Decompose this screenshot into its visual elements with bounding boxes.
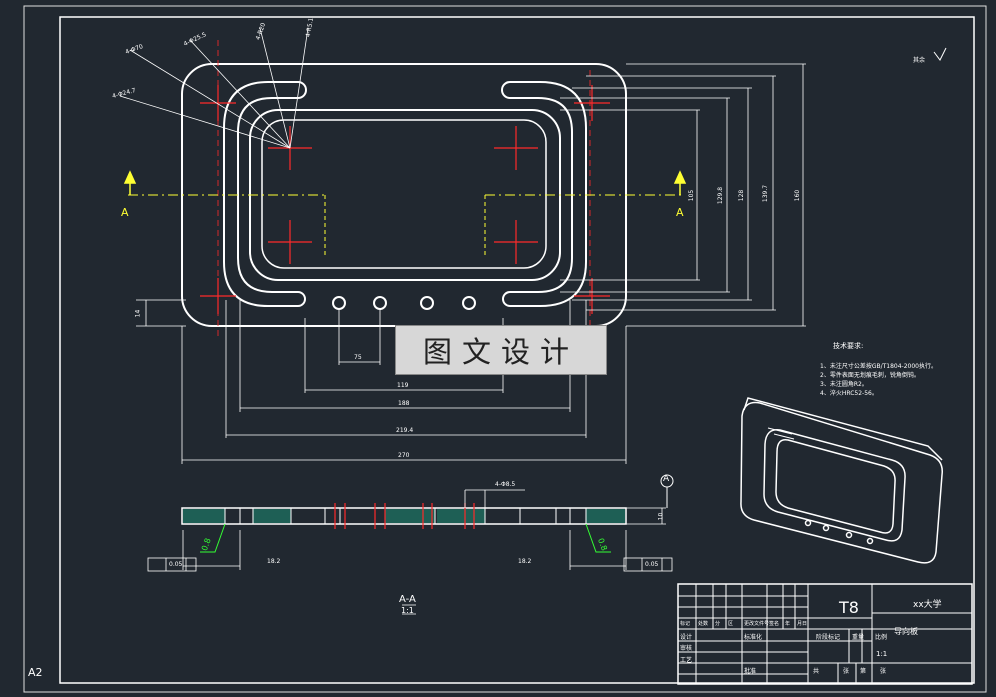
hole-4 [462, 296, 476, 310]
tech-req-1: 1、未注尺寸公差按GB/T1804-2000执行。 [820, 363, 937, 370]
hole-2 [373, 296, 387, 310]
part-name-label: 导向板 [894, 627, 918, 636]
lbl-standard: 标准化 [744, 634, 763, 641]
sheet-info-2: 第 [860, 668, 867, 675]
dim-129: 129.8 [717, 186, 725, 205]
sheet-size-label: A2 [28, 666, 43, 679]
section-label-left: A [121, 206, 129, 219]
outer-border [23, 5, 987, 693]
datum-label: A [663, 474, 670, 484]
lbl-approve: 批准 [744, 668, 757, 675]
dim-left-height: 14 [134, 309, 142, 318]
hdr-7: 月 [797, 621, 803, 627]
roughness-symbol [933, 47, 947, 61]
section-line [123, 170, 687, 255]
dim-thickness: 10 [657, 512, 665, 521]
scale-label: 1:1 [876, 650, 888, 658]
dim-139: 139.7 [762, 184, 770, 203]
hole-1 [332, 296, 346, 310]
dim-270: 270 [398, 452, 410, 459]
section-view-scale: 1:1 [401, 606, 414, 615]
dim-bottom-right: 18.2 [518, 558, 532, 565]
section-view [147, 474, 674, 615]
tech-req-3: 3、未注圆角R2。 [820, 381, 868, 388]
tech-req-title: 技术要求: [833, 342, 864, 350]
dim-105: 105 [688, 189, 696, 202]
lbl-review: 审核 [680, 645, 693, 652]
material-label: T8 [839, 598, 859, 617]
dimension-lines [119, 27, 806, 464]
section-label-right: A [676, 206, 684, 219]
dim-219: 219.4 [396, 427, 414, 434]
dim-128: 128 [738, 189, 746, 202]
sheet-info-0: 共 [813, 668, 820, 675]
hdr-6: 年 [785, 621, 791, 627]
section-view-title: A-A [399, 594, 416, 605]
slot-end-tl [297, 81, 307, 99]
dim-75: 75 [354, 354, 362, 361]
sheet-info-1: 张 [843, 668, 850, 675]
sheet-info-3: 张 [880, 668, 887, 675]
hdr-1: 处数 [698, 621, 709, 627]
school-label: xx大学 [913, 600, 942, 610]
dim-188: 188 [398, 400, 410, 407]
hdr-5: 签名 [769, 621, 780, 627]
hdr-8: 日 [802, 621, 808, 627]
slot-end-br [502, 291, 511, 307]
stage-hdr-1: 重量 [852, 634, 865, 641]
stage-hdr-0: 阶段标记 [816, 634, 841, 641]
slot-end-tr [501, 81, 511, 99]
lbl-process: 工艺 [680, 657, 693, 664]
lbl-design: 设计 [680, 634, 693, 641]
hdr-3: 区 [728, 621, 734, 627]
window-inner-line [261, 119, 547, 269]
tech-req-2: 2、零件表面无划痕毛刺，锐角倒钝。 [820, 372, 920, 379]
slot-end-bl [297, 291, 306, 307]
roughness-corner-label: 其余 [913, 57, 926, 64]
title-block-frame [677, 583, 973, 685]
tol-left: 0.05 [169, 561, 183, 568]
dim-160: 160 [794, 189, 802, 202]
dim-bottom-left: 18.2 [267, 558, 281, 565]
tech-req-4: 4、淬火HRC52-56。 [820, 390, 878, 397]
tol-right: 0.05 [645, 561, 659, 568]
dim-119: 119 [397, 382, 409, 389]
hdr-2: 分 [715, 621, 721, 627]
hdr-0: 标记 [680, 621, 691, 627]
hole-3 [420, 296, 434, 310]
dim-hole-depth: 4-Φ8.5 [495, 481, 516, 488]
watermark: 图文设计 [395, 325, 607, 375]
hdr-4: 更改文件号 [744, 621, 770, 627]
stage-hdr-2: 比例 [875, 634, 888, 641]
inner-border [59, 16, 975, 684]
iso-view [740, 397, 943, 564]
